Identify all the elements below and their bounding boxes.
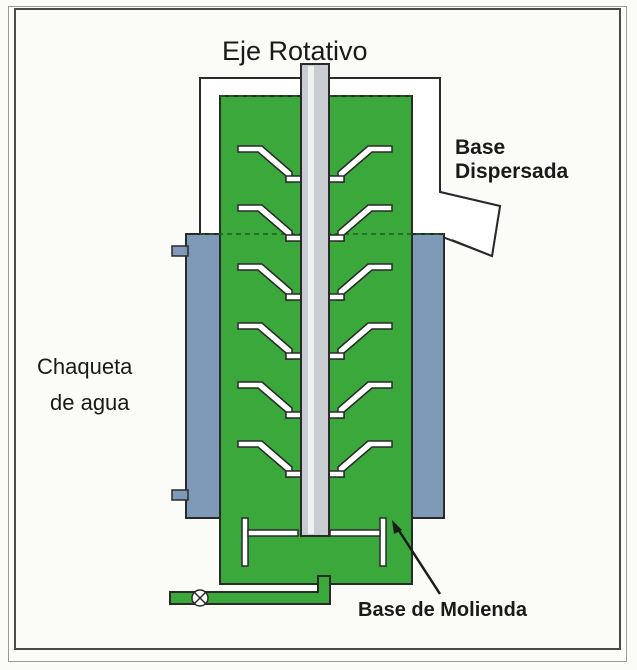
valve-x2 [193,591,207,605]
discharge-pipe [169,575,331,605]
water-jacket-label-line2: de agua [50,390,130,415]
grinding-base-label: Base de Molienda [358,599,527,621]
bottom-impeller-left [241,517,299,567]
bottom-impeller-right [329,517,387,567]
agitator-arm-right-hub [327,411,345,419]
agitator-arm-left-hub [285,293,303,301]
dispersed-base-label-line2: Dispersada [455,160,569,183]
rotating-shaft [300,63,330,537]
outer-frame [8,6,627,662]
agitator-arm-right-hub [327,470,345,478]
water-jacket-label-line1: Chaqueta [37,354,133,379]
dispersed-base-label: Base Dispersada [455,136,568,184]
arrow-head [392,520,402,534]
agitator-arm-left-hub [285,234,303,242]
agitator-arm-left-hub [285,411,303,419]
dispersed-base-label-line1: Base [455,136,506,159]
agitator-arm-left-hub [285,352,303,360]
grinding-base-arrow [394,525,442,595]
inner-frame [14,8,621,650]
agitator-arm-left-hub [285,470,303,478]
outlet-spout [439,191,502,258]
jacket-outlet-nozzle [171,489,189,501]
rotating-shaft-label: Eje Rotativo [222,36,368,66]
jacket-inlet-nozzle [171,245,189,257]
agitator-arm-left-hub [285,175,303,183]
shaft-highlight [308,66,314,534]
agitator-arm-right-hub [327,352,345,360]
agitator-arm-right-hub [327,293,345,301]
agitator-arm-right-hub [327,175,345,183]
agitator-arm-right-hub [327,234,345,242]
